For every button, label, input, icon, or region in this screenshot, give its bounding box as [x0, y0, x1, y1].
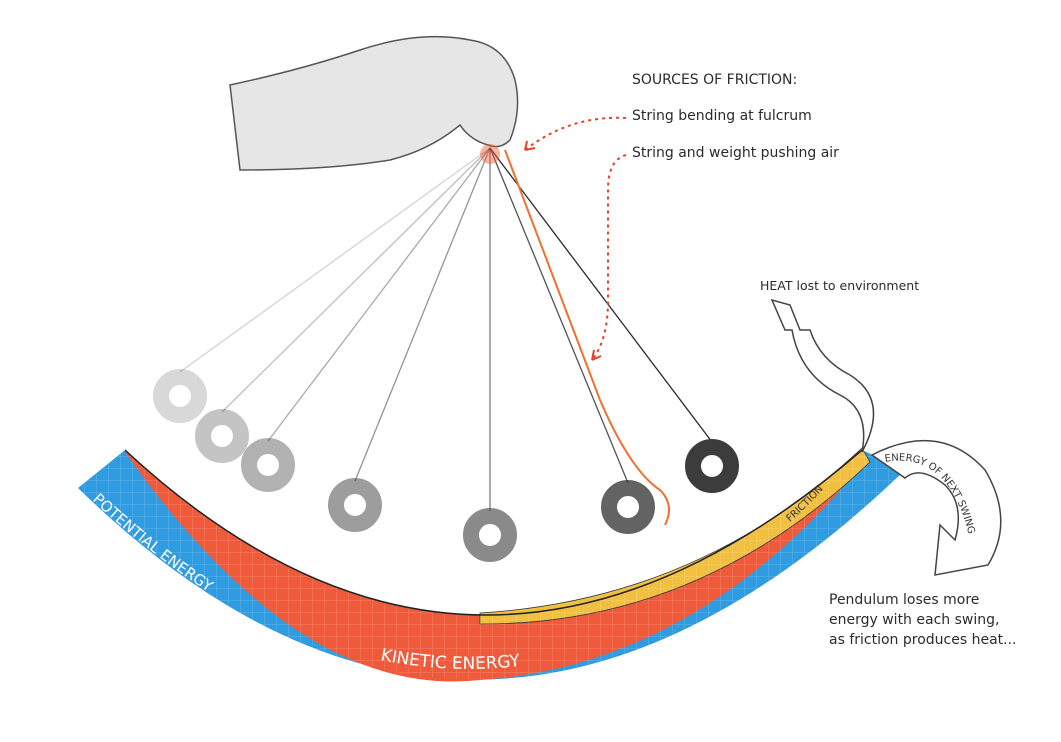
pendulum-string: [489, 147, 629, 484]
pendulum-bob: [195, 409, 249, 463]
pendulum-bob: [153, 369, 207, 423]
friction-arrow-air: [591, 154, 627, 361]
sources-of-friction-title: SOURCES OF FRICTION:: [632, 72, 798, 88]
friction-arrow-fulcrum: [524, 116, 627, 151]
friction-source-fulcrum: String bending at fulcrum: [632, 108, 812, 124]
heat-label: HEAT lost to environment: [760, 278, 920, 293]
heat-arrow: [770, 298, 875, 453]
pendulum-positions: [153, 144, 739, 562]
pendulum-string: [221, 147, 491, 413]
fulcrum-heat-glow: [480, 144, 500, 164]
pendulum-string: [354, 147, 491, 482]
pendulum-string: [489, 147, 713, 443]
hand-illustration: [229, 35, 519, 171]
energy-band: [78, 447, 905, 682]
pendulum-bob: [328, 478, 382, 532]
friction-source-air: String and weight pushing air: [632, 145, 839, 161]
energy-next-swing-arrow: [870, 439, 1002, 576]
pendulum-bob: [685, 439, 739, 493]
pendulum-bob: [463, 508, 517, 562]
pendulum-string: [179, 147, 491, 373]
pendulum-bob: [601, 480, 655, 534]
pendulum-bob: [241, 438, 295, 492]
motion-trail: [504, 149, 670, 526]
energy-loss-note: Pendulum loses more energy with each swi…: [829, 592, 1017, 648]
pendulum-string: [267, 147, 491, 442]
